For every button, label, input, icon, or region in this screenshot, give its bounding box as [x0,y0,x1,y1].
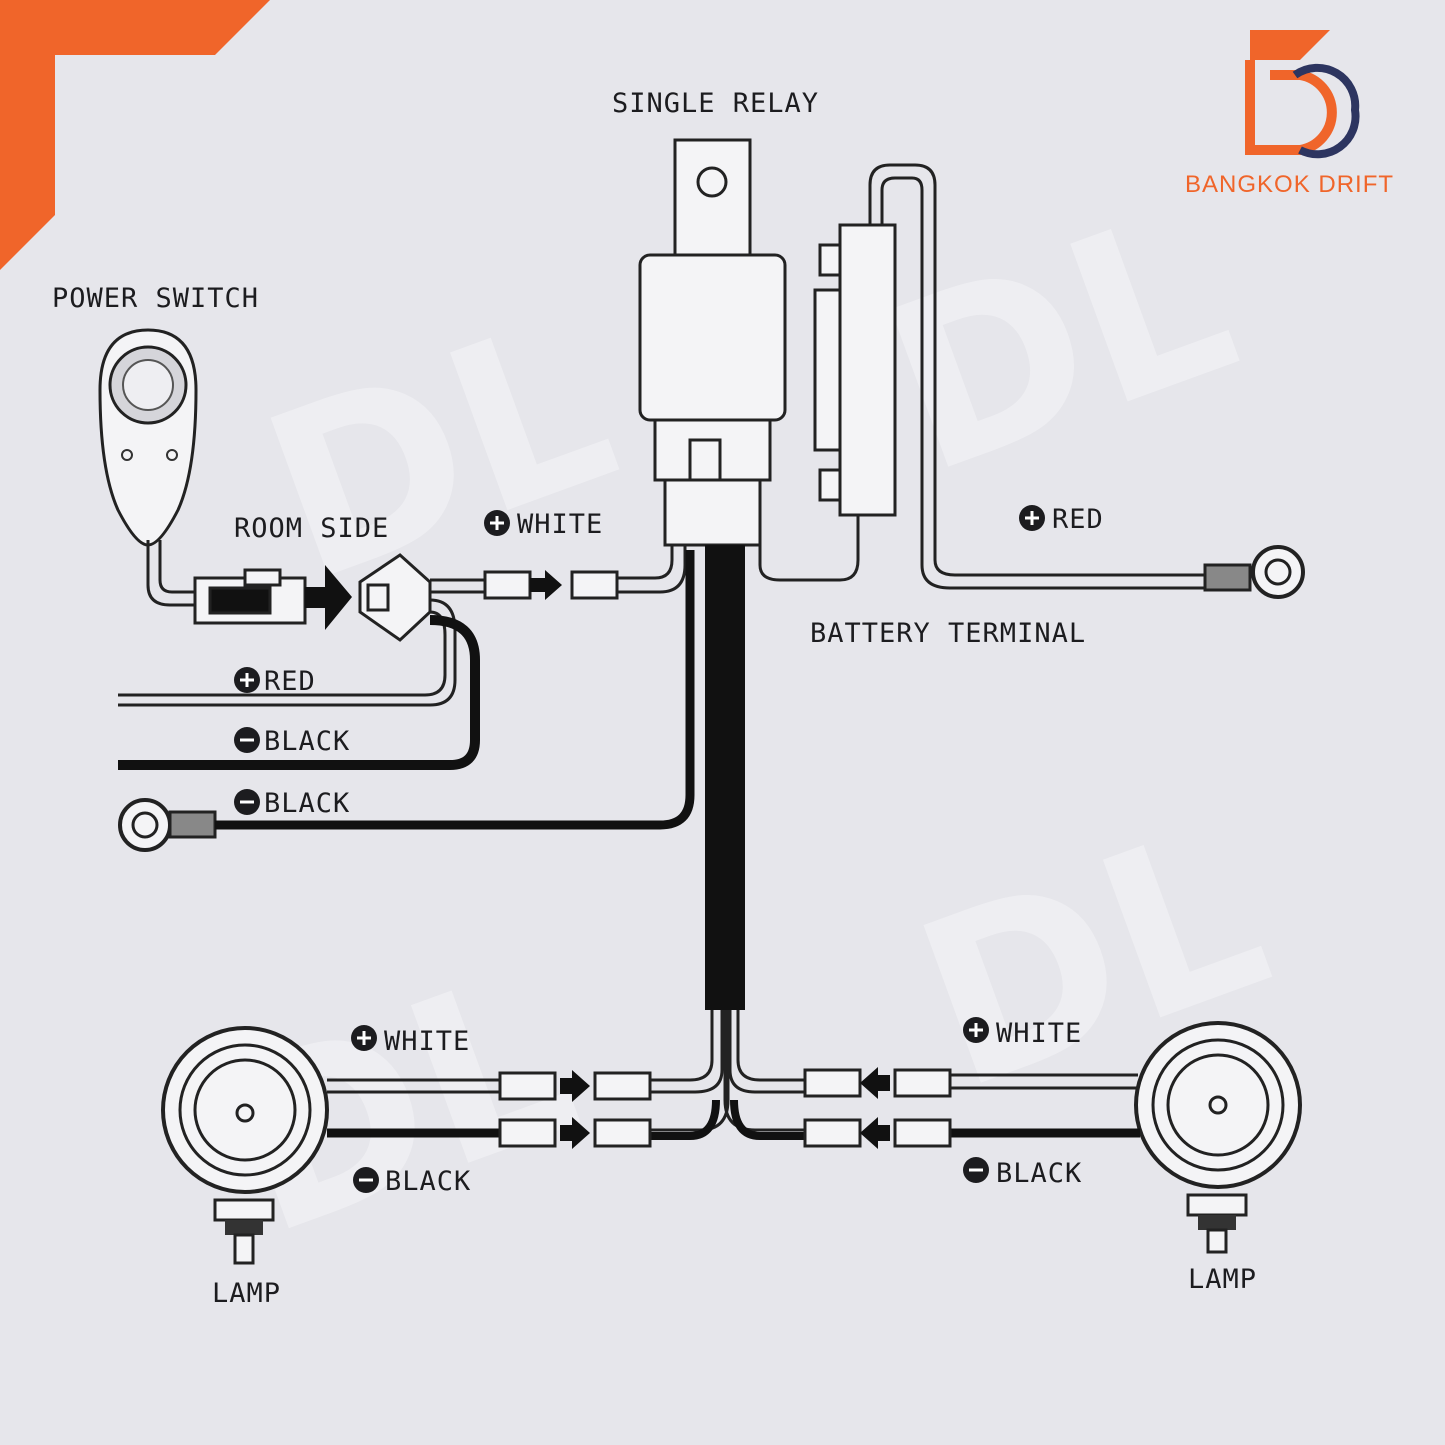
switch-side-connector [358,553,432,642]
red-left-label: RED [234,666,316,697]
battery-wire [758,163,1205,590]
white-left-label: WHITE [351,1025,470,1057]
svg-text:BLACK: BLACK [264,726,350,757]
svg-text:RED: RED [1052,504,1104,535]
room-side-arrow [305,565,352,630]
power-switch [98,328,198,547]
room-side-connector [193,568,307,625]
svg-text:BLACK: BLACK [385,1166,471,1197]
ground-wire [118,550,695,852]
lamp-right [1134,1021,1302,1254]
lamp-left [161,1026,329,1265]
svg-text:BLACK: BLACK [996,1158,1082,1189]
black-2-label: BLACK [234,788,350,819]
battery-terminal-crimp [1203,563,1252,592]
battery-terminal-label: BATTERY TERMINAL [810,618,1086,649]
single-relay-label: SINGLE RELAY [612,88,819,119]
trunk-cable [705,545,745,1010]
black-right-label: BLACK [963,1157,1082,1189]
svg-text:WHITE: WHITE [517,509,603,540]
brand-name: BANGKOK DRIFT [1185,171,1394,198]
lamp-right-wires [803,1067,1140,1149]
red-right-label: RED [1019,504,1104,535]
brand-logo: BANGKOK DRIFT [1185,30,1394,198]
lamp-right-label: LAMP [1188,1264,1257,1295]
switch-red-black-wires [118,598,480,770]
svg-text:WHITE: WHITE [996,1018,1082,1049]
white-wire-top [430,545,687,600]
lamp-left-wires [327,1070,652,1149]
black-left-label: BLACK [353,1166,471,1197]
svg-text:RED: RED [264,666,316,697]
logo-b-mark [1250,30,1330,60]
black-1-label: BLACK [234,726,350,757]
fuse-holder [813,223,897,517]
power-switch-label: POWER SWITCH [52,283,259,314]
white-top-label: WHITE [484,509,603,540]
room-side-label: ROOM SIDE [234,513,389,544]
battery-ring-terminal [1251,545,1305,599]
corner-accent [0,0,270,270]
svg-text:WHITE: WHITE [384,1026,470,1057]
single-relay [638,138,787,547]
white-right-label: WHITE [963,1017,1082,1049]
lamp-left-label: LAMP [212,1278,281,1309]
svg-text:BLACK: BLACK [264,788,350,819]
